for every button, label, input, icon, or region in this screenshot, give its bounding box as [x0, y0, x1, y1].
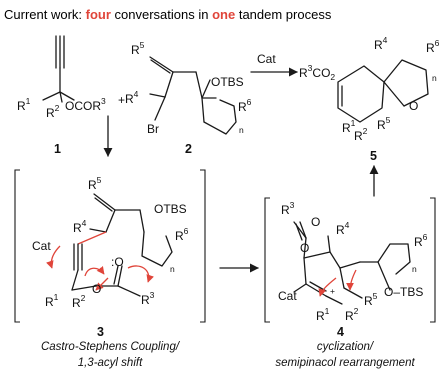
- c1-r1: R1: [17, 96, 31, 113]
- c3-r4: R4: [73, 218, 87, 235]
- c5-n: n: [432, 73, 437, 83]
- c3-cat: Cat: [32, 239, 51, 253]
- caption-3-line-2: 1,3-acyl shift: [78, 357, 143, 369]
- c3-r1: R1: [45, 292, 59, 309]
- c2-n: n: [239, 125, 244, 135]
- c1-r2: R2: [46, 103, 60, 120]
- compound-4: R3 O O R4 R6 n O–TBS Cat + R1 R2 R5 4: [264, 197, 436, 339]
- c3-o: O: [92, 282, 101, 296]
- c4-r4: R4: [336, 220, 350, 237]
- c2-r4: R4: [125, 89, 139, 106]
- caption-4-line-1: cyclization/: [317, 341, 375, 353]
- heading-text: Current work: four conversations in one …: [4, 7, 332, 22]
- plus-sign: +: [118, 93, 125, 107]
- c5-o: O: [409, 99, 418, 113]
- compound-4-number: 4: [337, 325, 344, 339]
- c4-r3: R3: [281, 200, 295, 217]
- c3-n: n: [170, 264, 175, 274]
- compound-3-number: 3: [97, 325, 104, 339]
- c3-r3: R3: [141, 290, 155, 307]
- c4-o: O: [300, 241, 309, 255]
- c3-r5: R5: [88, 175, 102, 192]
- c5-r4: R4: [374, 35, 388, 52]
- caption-3-line-1: Castro-Stephens Coupling/: [41, 341, 181, 353]
- compound-2-number: 2: [185, 142, 192, 156]
- compound-2: R5 R4 Br OTBS R6 n 2: [125, 40, 252, 156]
- c4-plus: +: [330, 286, 335, 296]
- c4-n: n: [412, 264, 417, 274]
- c5-r1: R1: [342, 118, 356, 135]
- c3-r6: R6: [175, 226, 189, 243]
- c5-ester: R3CO2: [299, 63, 335, 82]
- c2-otbs: OTBS: [211, 75, 244, 89]
- c5-r6: R6: [426, 38, 440, 55]
- c4-otbs: O–TBS: [384, 285, 423, 299]
- c5-r2: R2: [354, 126, 368, 143]
- c4-r5: R5: [364, 291, 378, 308]
- c4-r6: R6: [414, 232, 428, 249]
- cat-label: Cat: [257, 52, 276, 66]
- c3-otbs: OTBS: [154, 202, 187, 216]
- c1-ester: OCOR3: [65, 96, 106, 113]
- c2-r5: R5: [131, 40, 145, 57]
- compound-5-number: 5: [370, 149, 377, 163]
- compound-1: R1 R2 OCOR3 1: [17, 35, 106, 156]
- c5-r5: R5: [377, 115, 391, 132]
- c3-r2: R2: [72, 293, 86, 310]
- c4-r2: R2: [345, 306, 359, 323]
- c3-o-dot: :O: [111, 255, 124, 269]
- compound-1-number: 1: [54, 142, 61, 156]
- compound-5: R3CO2 R4 R6 n O R1 R2 R5 5: [299, 35, 440, 163]
- c4-o-top: O: [311, 215, 320, 229]
- c4-cat: Cat: [278, 289, 297, 303]
- compound-3: R5 R4 OTBS R6 n Cat :O O R1 R2 R3 3: [14, 169, 206, 339]
- c2-br: Br: [147, 122, 159, 136]
- caption-4-line-2: semipinacol rearrangement: [275, 357, 415, 369]
- c2-r6: R6: [238, 97, 252, 114]
- c4-r1: R1: [316, 306, 330, 323]
